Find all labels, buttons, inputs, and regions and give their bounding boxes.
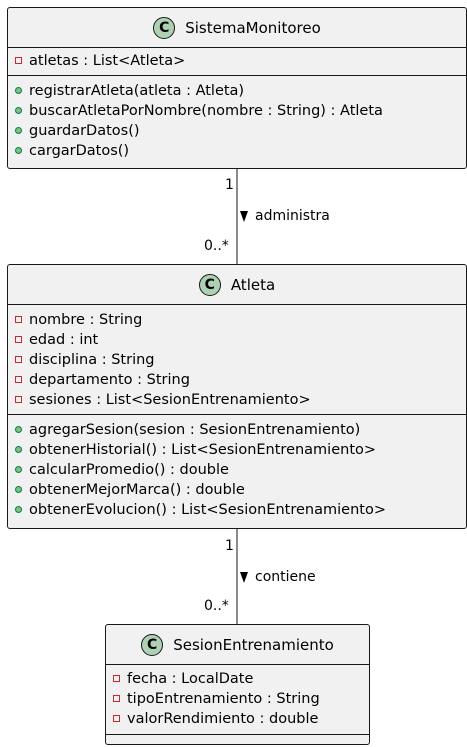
- direction-arrow-contiene-icon: [240, 572, 248, 583]
- public-visibility-icon: [14, 141, 24, 161]
- method: obtenerHistorial() : List<SesionEntrenam…: [14, 440, 466, 460]
- attribute-text: atletas : List<Atleta>: [29, 53, 186, 69]
- attribute: sesiones : List<SesionEntrenamiento>: [14, 390, 466, 410]
- class-name: SistemaMonitoreo: [185, 18, 321, 37]
- method-text: obtenerHistorial() : List<SesionEntrenam…: [29, 442, 377, 458]
- private-visibility-icon: [14, 350, 24, 370]
- method: obtenerEvolucion() : List<SesionEntrenam…: [14, 500, 466, 520]
- attribute: tipoEntrenamiento : String: [112, 689, 369, 709]
- relation-label-contiene: contiene: [255, 569, 316, 585]
- attribute: departamento : String: [14, 370, 466, 390]
- method-text: obtenerEvolucion() : List<SesionEntrenam…: [29, 502, 386, 518]
- method: cargarDatos(): [14, 141, 466, 161]
- multiplicity-target-administra: 0..*: [204, 238, 229, 254]
- attribute-text: tipoEntrenamiento : String: [127, 691, 320, 707]
- multiplicity-target-contiene: 0..*: [204, 598, 229, 614]
- method-text: registrarAtleta(atleta : Atleta): [29, 83, 245, 99]
- class-name: Atleta: [230, 275, 276, 294]
- relation-label-administra: administra: [255, 208, 330, 224]
- methods-section: registrarAtleta(atleta : Atleta) buscarA…: [8, 76, 466, 161]
- attribute: valorRendimiento : double: [112, 709, 369, 729]
- method: obtenerMejorMarca() : double: [14, 480, 466, 500]
- public-visibility-icon: [14, 101, 24, 121]
- attribute-text: valorRendimiento : double: [127, 711, 319, 727]
- class-C-icon: C: [153, 16, 176, 39]
- attributes-section: fecha : LocalDate tipoEntrenamiento : St…: [106, 665, 369, 735]
- private-visibility-icon: [14, 51, 24, 71]
- method-text: calcularPromedio() : double: [29, 462, 229, 478]
- method: agregarSesion(sesion : SesionEntrenamien…: [14, 420, 466, 440]
- attributes-section: nombre : String edad : int disciplina : …: [8, 305, 466, 415]
- attribute-text: sesiones : List<SesionEntrenamiento>: [29, 392, 311, 408]
- class-sistema-monitoreo[interactable]: C SistemaMonitoreo atletas : List<Atleta…: [7, 7, 467, 169]
- method-text: buscarAtletaPorNombre(nombre : String) :…: [29, 103, 383, 119]
- method-text: obtenerMejorMarca() : double: [29, 482, 245, 498]
- private-visibility-icon: [112, 709, 122, 729]
- public-visibility-icon: [14, 121, 24, 141]
- attribute: disciplina : String: [14, 350, 466, 370]
- attribute: nombre : String: [14, 310, 466, 330]
- method: calcularPromedio() : double: [14, 460, 466, 480]
- public-visibility-icon: [14, 81, 24, 101]
- method-text: guardarDatos(): [29, 123, 140, 139]
- class-C-icon: C: [198, 273, 221, 296]
- method-text: agregarSesion(sesion : SesionEntrenamien…: [29, 422, 361, 438]
- method: registrarAtleta(atleta : Atleta): [14, 81, 466, 101]
- attribute-text: nombre : String: [29, 312, 143, 328]
- class-header: C SistemaMonitoreo: [8, 8, 466, 48]
- private-visibility-icon: [14, 370, 24, 390]
- class-sesion-entrenamiento[interactable]: C SesionEntrenamiento fecha : LocalDate …: [105, 624, 370, 745]
- attributes-section: atletas : List<Atleta>: [8, 48, 466, 76]
- direction-arrow-administra-icon: [240, 211, 248, 222]
- class-C-icon: C: [141, 633, 164, 656]
- multiplicity-source-contiene: 1: [225, 538, 234, 554]
- private-visibility-icon: [14, 330, 24, 350]
- attribute-text: edad : int: [29, 332, 99, 348]
- public-visibility-icon: [14, 440, 24, 460]
- private-visibility-icon: [14, 390, 24, 410]
- public-visibility-icon: [14, 480, 24, 500]
- public-visibility-icon: [14, 460, 24, 480]
- private-visibility-icon: [14, 310, 24, 330]
- method: guardarDatos(): [14, 121, 466, 141]
- public-visibility-icon: [14, 420, 24, 440]
- class-atleta[interactable]: C Atleta nombre : String edad : int disc…: [7, 264, 467, 529]
- attribute: edad : int: [14, 330, 466, 350]
- method: buscarAtletaPorNombre(nombre : String) :…: [14, 101, 466, 121]
- multiplicity-source-administra: 1: [225, 177, 234, 193]
- private-visibility-icon: [112, 669, 122, 689]
- method-text: cargarDatos(): [29, 143, 130, 159]
- methods-section: agregarSesion(sesion : SesionEntrenamien…: [8, 415, 466, 520]
- private-visibility-icon: [112, 689, 122, 709]
- class-header: C SesionEntrenamiento: [106, 625, 369, 665]
- class-header: C Atleta: [8, 265, 466, 305]
- class-name: SesionEntrenamiento: [173, 635, 334, 654]
- public-visibility-icon: [14, 500, 24, 520]
- attribute: fecha : LocalDate: [112, 669, 369, 689]
- attribute-text: disciplina : String: [29, 352, 155, 368]
- attribute-text: fecha : LocalDate: [127, 671, 254, 687]
- attribute-text: departamento : String: [29, 372, 190, 388]
- attribute: atletas : List<Atleta>: [14, 51, 466, 71]
